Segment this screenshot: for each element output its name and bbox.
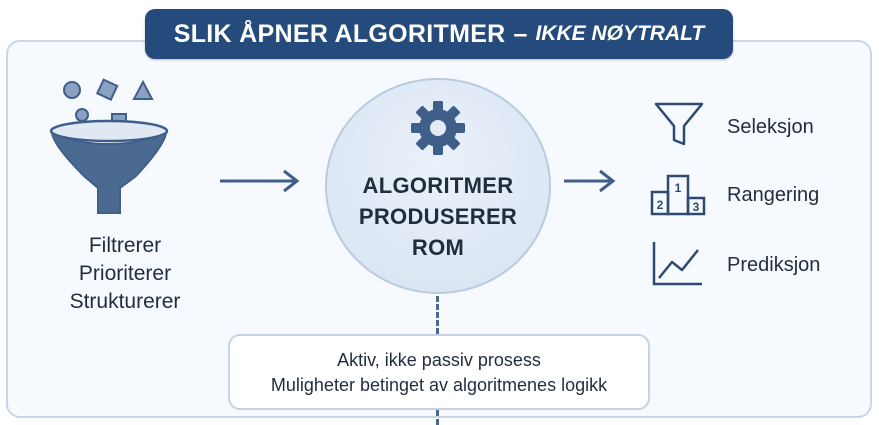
title-banner: SLIK ÅPNER ALGORITMER – IKKE NØYTRALT xyxy=(145,9,733,59)
podium-number-3: 3 xyxy=(693,200,700,214)
arrow-right-icon xyxy=(220,169,300,193)
title-subtitle: IKKE NØYTRALT xyxy=(535,22,705,45)
title-main: SLIK ÅPNER ALGORITMER xyxy=(173,19,506,48)
gear-icon xyxy=(411,101,465,155)
filter-icon xyxy=(654,102,704,146)
small-circle-shape-icon xyxy=(75,108,89,122)
center-line-1: ALGORITMER xyxy=(362,173,514,198)
podium-icon: 1 2 3 xyxy=(650,174,706,216)
note-line-2: Muligheter betinget av algoritmenes logi… xyxy=(270,375,608,395)
output-label-ranking: Rangering xyxy=(727,184,820,206)
circle-shape-icon xyxy=(63,81,81,99)
triangle-shape-icon xyxy=(132,79,154,100)
output-label-selection: Seleksjon xyxy=(727,116,814,138)
note-line-1: Aktiv, ikke passiv prosess xyxy=(337,350,541,370)
funnel-labels: Filtrerer Prioriterer Strukturerer xyxy=(40,232,210,316)
center-text: ALGORITMER PRODUSERER ROM xyxy=(325,170,551,263)
dashed-connector xyxy=(436,296,439,334)
arrow-right-icon-2 xyxy=(564,169,616,193)
funnel-label-prioritize: Prioriterer xyxy=(78,262,172,285)
output-label-prediction: Prediksjon xyxy=(727,254,821,276)
title-dash: – xyxy=(513,19,528,48)
dashed-connector-bottom xyxy=(436,410,439,425)
note-box: Aktiv, ikke passiv prosess Muligheter be… xyxy=(228,334,650,410)
center-line-3: ROM xyxy=(411,235,465,260)
center-line-2: PRODUSERER xyxy=(358,204,518,229)
podium-number-1: 1 xyxy=(675,181,682,195)
podium-number-2: 2 xyxy=(657,198,664,212)
funnel-icon xyxy=(49,78,169,214)
line-chart-icon xyxy=(652,242,702,286)
funnel-label-filter: Filtrerer xyxy=(88,234,162,257)
diamond-shape-icon xyxy=(95,78,119,101)
funnel-label-structure: Strukturerer xyxy=(69,290,181,313)
